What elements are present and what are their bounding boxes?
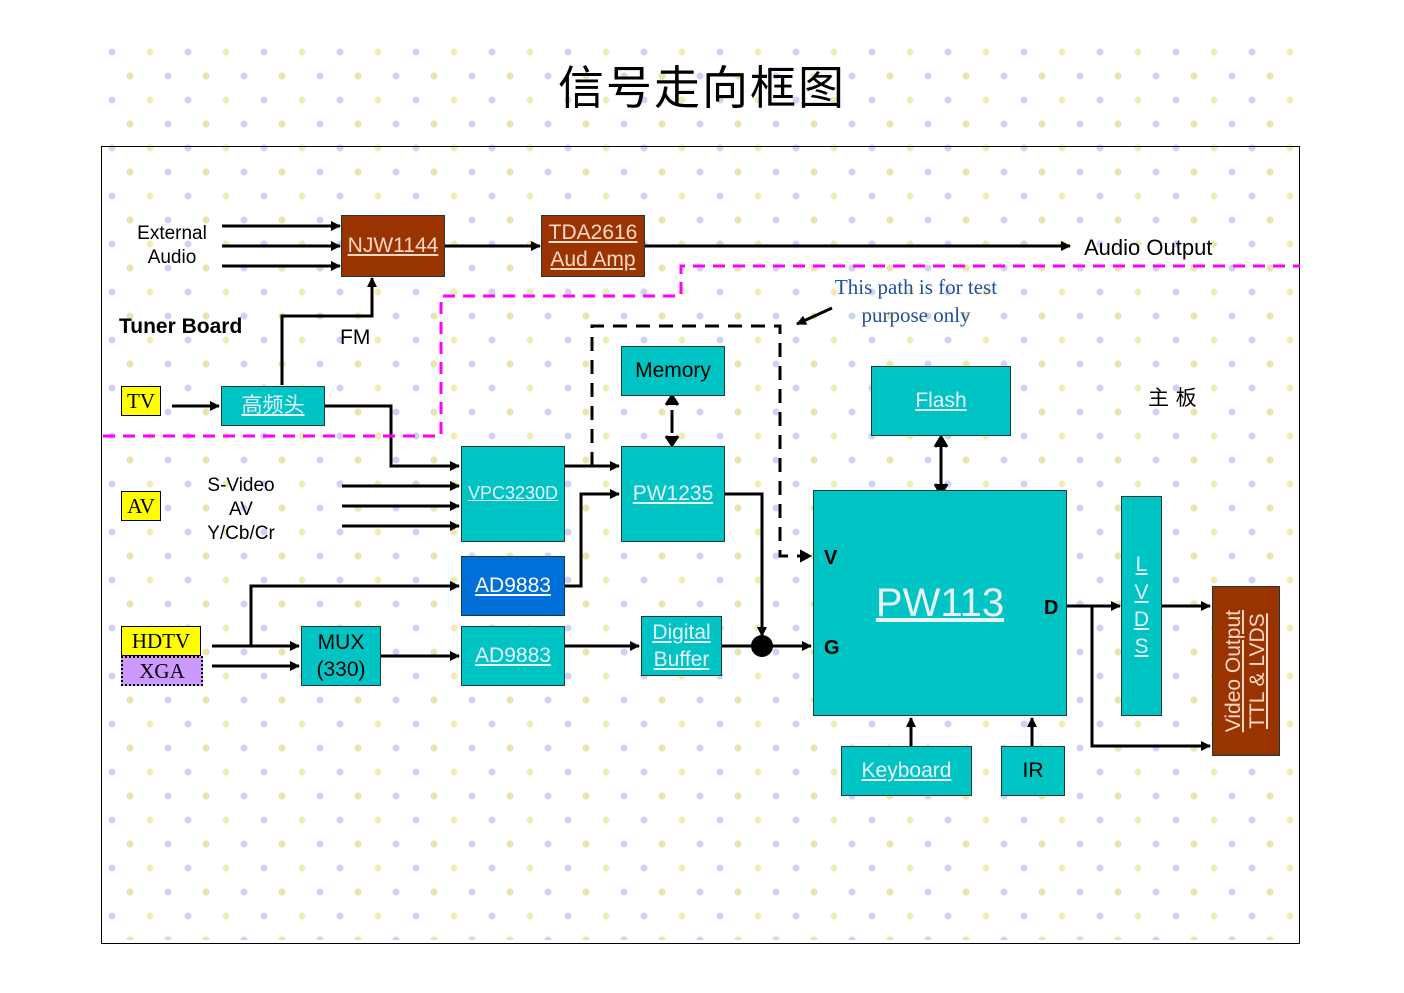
svideo-label: S-Video [207,475,275,496]
njw1144-block[interactable]: NJW1144 [341,215,445,277]
digital-buffer-label-2: Buffer [653,648,710,671]
test-path-note-line2: purpose only [861,303,971,328]
lvds-letter-v: V [1134,580,1149,604]
ad9883-top-block[interactable]: AD9883 [461,556,565,616]
tda2616-block[interactable]: TDA2616 Aud Amp [541,215,645,277]
ad9883-bottom-block[interactable]: AD9883 [461,626,565,686]
external-audio-label: External Audio [134,222,210,270]
keyboard-block[interactable]: Keyboard [841,746,972,796]
aud-amp-label: Aud Amp [550,248,636,271]
tda2616-label: TDA2616 [548,220,638,244]
vpc3230d-block[interactable]: VPC3230D [461,446,565,542]
lvds-letter-l: L [1135,553,1148,577]
video-output-label-1: Video Output [1221,609,1245,733]
external-audio-label-line1: External [137,223,207,244]
lvds-letter-d: D [1133,608,1150,631]
lvds-letter-s: S [1134,635,1149,659]
hdtv-input-badge: HDTV [121,626,201,656]
av-sources-label: S-Video AV Y/Cb/Cr [196,474,286,545]
port-d-label: D [1044,597,1059,619]
digital-buffer-label-1: Digital [652,620,711,644]
test-path-note-line1: This path is for test [834,275,998,299]
pw113-block[interactable]: PW113 [813,490,1067,716]
tuner-block[interactable]: 高频头 [221,386,325,426]
page-title: 信号走向框图 [558,61,846,115]
audio-output-label: Audio Output [1084,235,1213,260]
external-audio-label-line2: Audio [147,246,197,268]
port-g-label: G [824,637,840,659]
mux-label: MUX [317,630,365,654]
video-output-block[interactable]: Video Output TTL & LVDS [1212,586,1280,756]
ir-block[interactable]: IR [1001,746,1065,796]
flash-block[interactable]: Flash [871,366,1011,436]
memory-block[interactable]: Memory [621,346,725,396]
lvds-block[interactable]: L V D S [1121,496,1162,716]
video-output-text: Video Output TTL & LVDS [1222,610,1270,732]
av-input-badge: AV [121,491,161,521]
digital-buffer-block[interactable]: Digital Buffer [641,616,722,676]
xga-input-badge: XGA [121,656,203,686]
mux-block[interactable]: MUX (330) [301,626,381,686]
main-board-label: 主 板 [1148,386,1197,410]
diagram-frame [101,146,1300,944]
fm-label: FM [340,326,371,349]
video-output-label-2: TTL & LVDS [1246,613,1269,729]
junction-dot [751,635,773,657]
test-path-note: This path is for test purpose only [816,273,1016,330]
pw1235-block[interactable]: PW1235 [621,446,725,542]
tv-input-badge: TV [121,386,161,416]
ycbcr-label: Y/Cb/Cr [207,522,275,544]
av-label: AV [229,498,253,520]
port-v-label: V [824,547,838,569]
mux-part-label: (330) [316,658,366,681]
tuner-board-label: Tuner Board [119,315,243,338]
